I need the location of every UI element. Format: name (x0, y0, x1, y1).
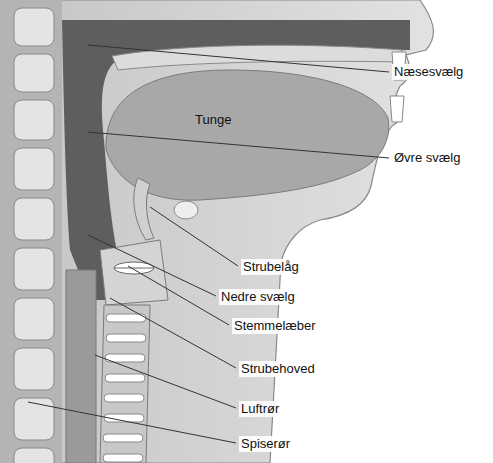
palate (112, 45, 402, 70)
vertebra (14, 198, 54, 240)
epiglottis (134, 178, 154, 240)
vertebra (14, 8, 54, 46)
vocal-cords (114, 268, 154, 269)
part-label: Nedre svælg (219, 289, 297, 305)
leader-lines (28, 45, 389, 443)
trachea-ring (103, 434, 143, 442)
esophagus (66, 270, 96, 463)
part-label: Strubelåg (241, 259, 301, 275)
part-label: Stemmelæber (232, 318, 318, 334)
vertebra (14, 54, 54, 92)
vertebra (14, 398, 54, 440)
larynx (100, 240, 168, 305)
vertebra (14, 448, 54, 463)
spine (0, 0, 62, 463)
head-outline (0, 0, 433, 463)
leader-line (88, 45, 389, 72)
vertebra (14, 348, 54, 390)
part-label: Øvre svælg (392, 150, 462, 166)
trachea-ring (104, 394, 144, 402)
tooth (390, 96, 404, 122)
vertebra (14, 148, 54, 190)
tongue (106, 70, 389, 200)
vertebra (14, 100, 54, 140)
spine-column (0, 0, 62, 463)
part-label: Tunge (193, 112, 233, 128)
trachea (100, 305, 150, 463)
hyoid-bone (174, 201, 198, 219)
trachea-ring (103, 454, 143, 462)
leader-line (95, 355, 236, 408)
part-label: Spiserør (239, 436, 292, 452)
trachea-ring (105, 374, 145, 382)
trachea-rings (103, 314, 146, 462)
trachea-ring (106, 334, 146, 342)
leader-line (88, 132, 389, 158)
leader-line (28, 402, 236, 443)
leader-line (88, 235, 216, 296)
vertebra (14, 248, 54, 290)
part-label: Luftrør (239, 401, 281, 417)
leader-line (150, 207, 238, 266)
leader-line (110, 298, 236, 368)
vertebra (14, 298, 54, 340)
part-label: Strubehoved (239, 361, 317, 377)
part-label: Næsesvælg (392, 64, 465, 80)
